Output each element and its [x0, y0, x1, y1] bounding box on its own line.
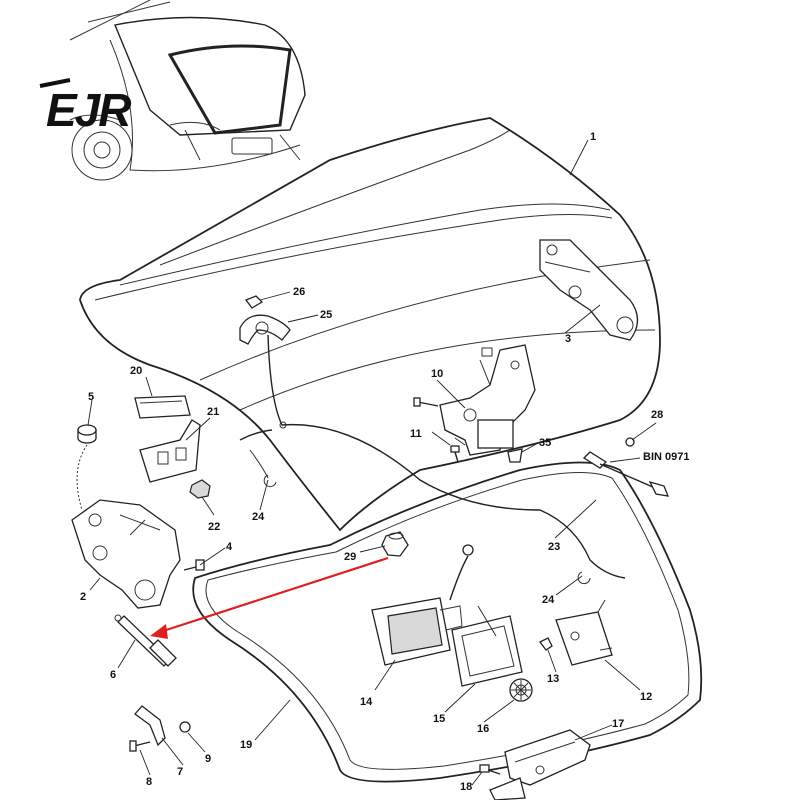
release-actuator-cable	[582, 437, 670, 497]
circlip-left	[263, 474, 277, 488]
small-grommet	[539, 637, 553, 651]
handle-housing	[371, 544, 474, 666]
strut-bracket	[129, 705, 191, 752]
callout-29: 29	[344, 551, 356, 563]
hinge-left	[71, 499, 181, 609]
gas-strut	[114, 614, 177, 667]
callout-14: 14	[360, 696, 373, 708]
housing-gasket	[451, 615, 523, 687]
grommet	[381, 531, 409, 557]
callout-4: 4	[226, 541, 233, 553]
rubber-bumper	[76, 424, 97, 511]
callout-25: 25	[320, 309, 332, 321]
callout-23: 23	[548, 541, 560, 553]
circlip-right	[577, 571, 591, 585]
lamp-screw	[479, 764, 501, 775]
logo-text: EJR	[46, 84, 131, 136]
callout-7: 7	[177, 766, 183, 778]
callout-10: 10	[431, 368, 443, 380]
boot-latch	[439, 344, 536, 456]
callout-9: 9	[205, 753, 211, 765]
callout-8: 8	[146, 776, 152, 788]
callout-2: 2	[80, 591, 86, 603]
callout-17: 17	[612, 718, 624, 730]
ejr-logo: EJR	[39, 78, 133, 136]
callout-26: 26	[293, 286, 305, 298]
callout-18: 18	[460, 781, 472, 793]
hinge-screw	[183, 559, 205, 571]
callout-1: 1	[590, 131, 596, 143]
boot-seal	[192, 461, 703, 783]
callout-19: 19	[240, 739, 252, 751]
red-direction-arrow	[150, 556, 389, 639]
callout-11: 11	[410, 428, 422, 440]
callout-3: 3	[565, 333, 571, 345]
callout-28: 28	[651, 409, 663, 421]
switch-bracket	[139, 419, 201, 483]
vehicle-inset-illustration	[69, 0, 306, 181]
leader-lines	[87, 139, 657, 786]
number-plate-lamp	[489, 729, 591, 800]
latch-bolts	[413, 397, 460, 463]
callout-15: 15	[433, 713, 445, 725]
nut	[189, 479, 211, 499]
callout-16: 16	[477, 723, 489, 735]
callout-35: 35	[539, 437, 551, 449]
callout-22: 22	[208, 521, 220, 533]
release-switch	[134, 395, 191, 419]
callout-13: 13	[547, 673, 559, 685]
callout-12: 12	[640, 691, 652, 703]
cable-clamp	[239, 295, 291, 345]
callout-24-left: 24	[252, 511, 265, 523]
hinge-right	[539, 239, 639, 341]
bump-stop	[507, 448, 523, 463]
lock-trim-disc	[509, 678, 533, 702]
boot-lid-panel	[79, 117, 661, 532]
callout-5: 5	[88, 391, 94, 403]
callout-24-right: 24	[542, 594, 555, 606]
callout-21: 21	[207, 406, 219, 418]
callout-20: 20	[130, 365, 142, 377]
bin-reference-code: BIN 0971	[643, 451, 689, 463]
callout-6: 6	[110, 669, 116, 681]
callout-labels: 1 2 3 4 5 6 7 8 9 10 11 12 13 14 15 16 1…	[80, 131, 689, 793]
lock-bracket	[555, 599, 613, 666]
